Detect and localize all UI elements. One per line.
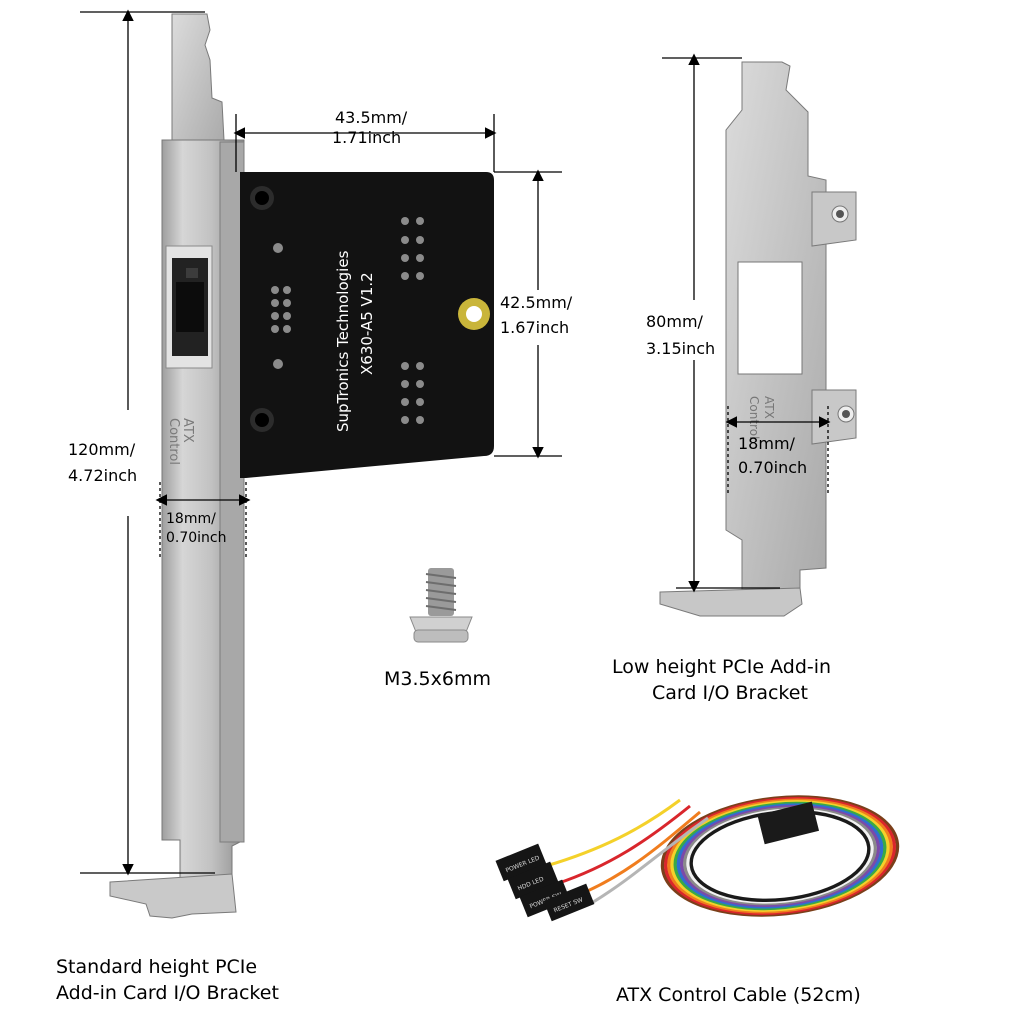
- dim-low-height-mm: 80mm/: [646, 312, 703, 331]
- dim-std-height-inch: 4.72inch: [68, 466, 138, 485]
- dim-pcb-height-mm: 42.5mm/: [500, 293, 573, 312]
- pcb-model-label: X630-A5 V1.2: [358, 272, 376, 375]
- low-stamp-atx: ATX: [762, 396, 776, 419]
- cable-lead-wire: [555, 804, 691, 886]
- low-bracket: ATX Control: [659, 61, 857, 617]
- dimension-lines-standard: [80, 9, 562, 876]
- standard-bracket-caption-line1: Standard height PCIe: [56, 956, 258, 978]
- stamp-atx: ATX: [180, 418, 195, 443]
- dim-pcb-height-inch: 1.67inch: [500, 318, 570, 337]
- pcb-board: SupTronics Technologies X630-A5 V1.2: [240, 172, 494, 478]
- cable-lead-wire: [589, 816, 709, 906]
- connector-header: [757, 801, 820, 845]
- dim-std-width-inch: 0.70inch: [166, 530, 227, 546]
- screw-image: [409, 568, 473, 643]
- connector-power-led: [495, 843, 547, 882]
- dim-low-height-inch: 3.15inch: [646, 339, 716, 358]
- connector-reset-sw: [543, 883, 595, 922]
- low-bracket-caption-line2: Card I/O Bracket: [652, 682, 808, 704]
- cable-connectors: POWER LED HDD LED POWER SW RESET SW: [495, 801, 820, 922]
- cable-caption: ATX Control Cable (52cm): [616, 984, 861, 1006]
- connector-power-sw: [519, 879, 571, 918]
- dimension-lines-low: [662, 53, 831, 593]
- dim-low-width-inch: 0.70inch: [738, 458, 808, 477]
- dim-pcb-width-inch: 1.71inch: [332, 128, 402, 147]
- cable-lead-wire: [545, 798, 681, 868]
- dim-std-height-mm: 120mm/: [68, 440, 136, 459]
- stamp-control: Control: [166, 418, 181, 465]
- screw-label: M3.5x6mm: [384, 668, 491, 690]
- connector-hdd-led: [507, 861, 559, 900]
- standard-bracket: ATX Control: [109, 13, 245, 919]
- pcb-brand-label: SupTronics Technologies: [334, 250, 352, 432]
- dim-std-width-mm: 18mm/: [166, 511, 216, 527]
- atx-cable: [545, 795, 900, 917]
- dim-low-width-mm: 18mm/: [738, 434, 795, 453]
- standard-bracket-caption-line2: Add-in Card I/O Bracket: [56, 982, 279, 1004]
- low-bracket-caption-line1: Low height PCIe Add-in: [612, 656, 832, 678]
- dim-pcb-width-mm: 43.5mm/: [335, 108, 408, 127]
